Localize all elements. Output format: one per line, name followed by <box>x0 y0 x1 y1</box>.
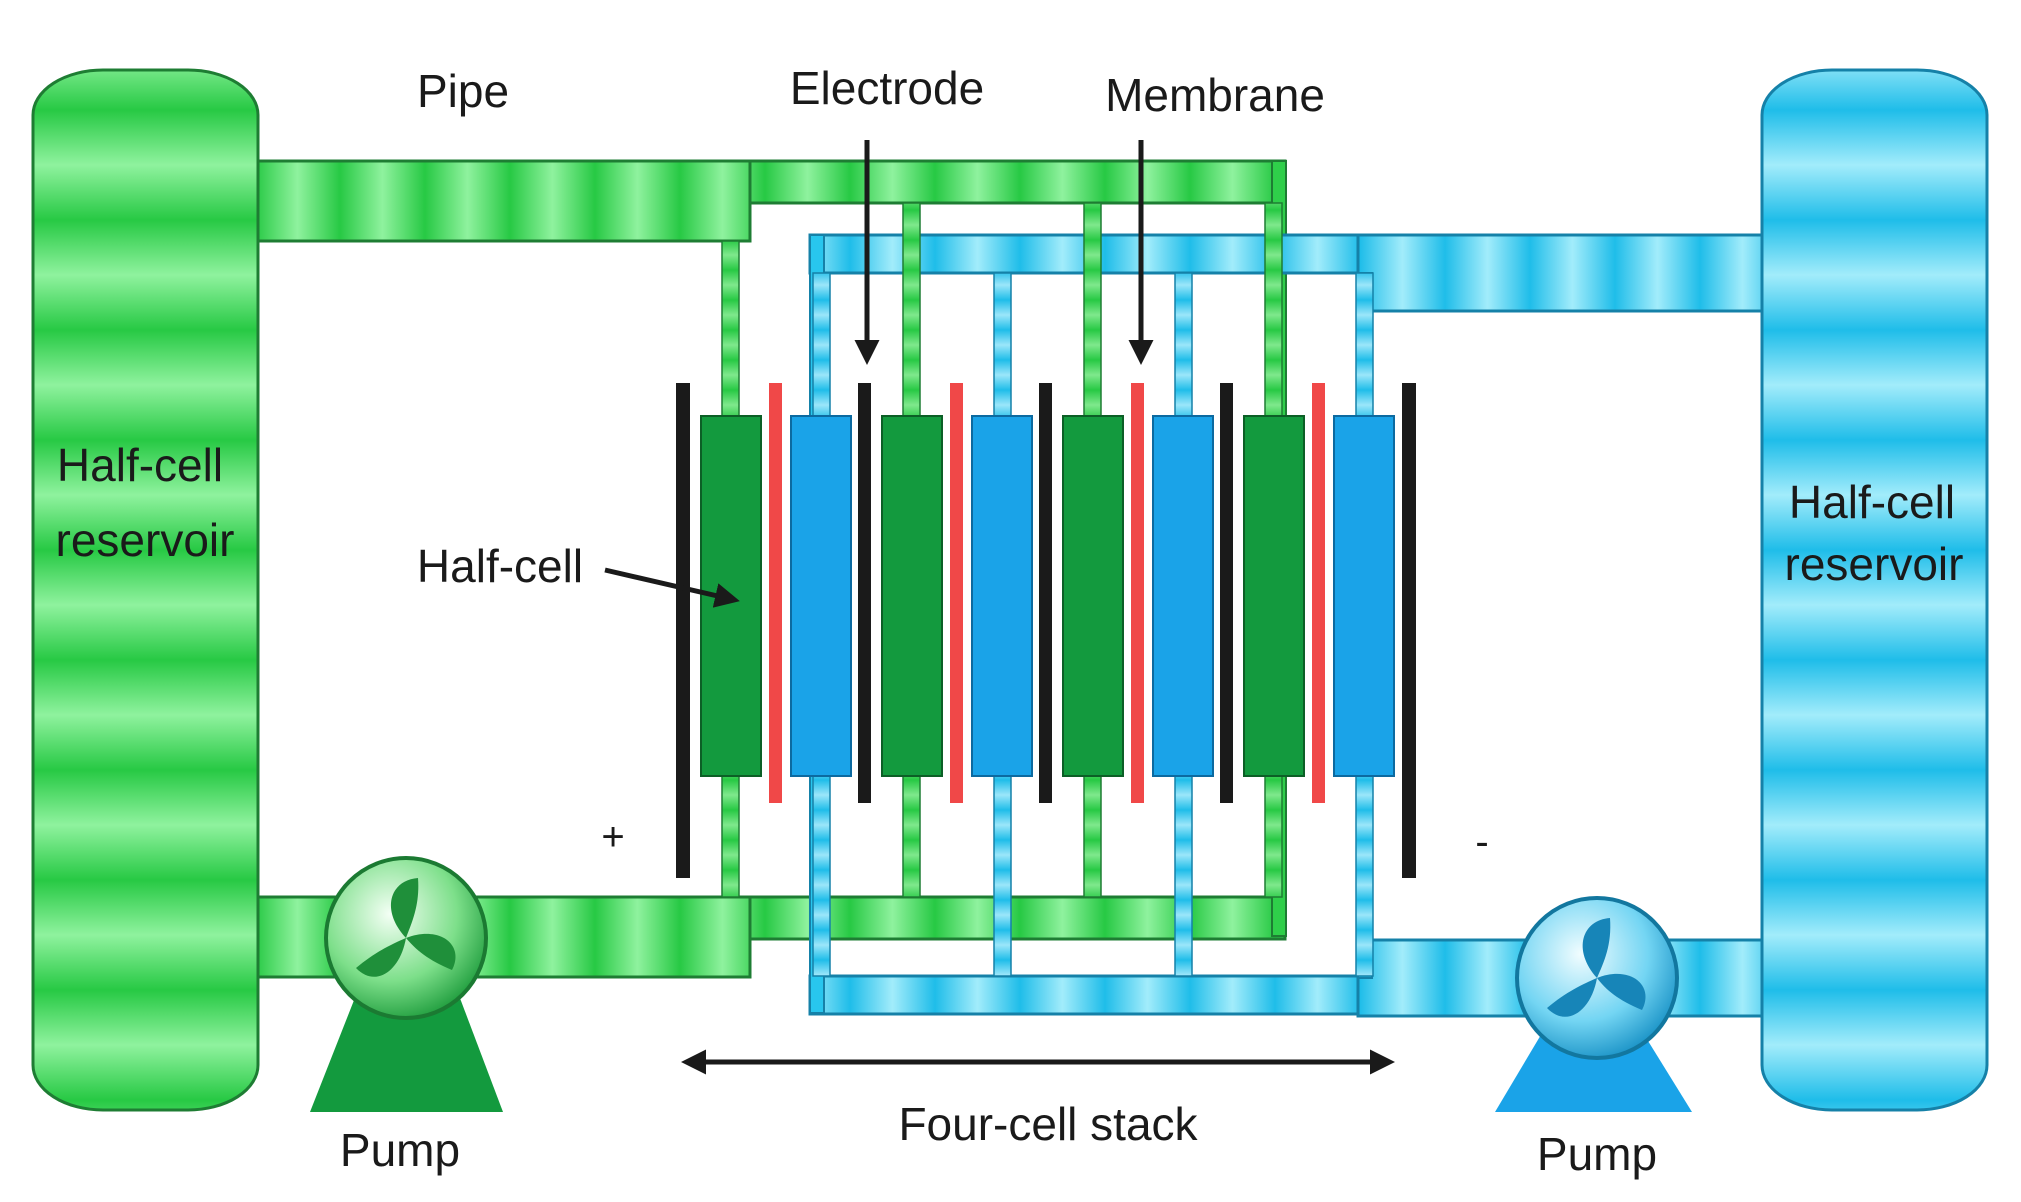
half-cell-green-3 <box>1062 415 1124 777</box>
left-reservoir: Half-cell reservoir <box>31 68 260 1112</box>
half-cell-blue-1 <box>790 415 852 777</box>
pump-right-label: Pump <box>1537 1128 1657 1180</box>
annotation-arrows <box>604 140 1395 1075</box>
membrane-1 <box>769 383 782 803</box>
half-cell-arrow <box>604 567 740 608</box>
blue-connectors <box>812 272 1374 977</box>
half-cell-green-2 <box>881 415 943 777</box>
half-cell-green-4 <box>1243 415 1305 777</box>
right-reservoir: Half-cell reservoir <box>1760 68 1989 1112</box>
negative-terminal-label: - <box>1475 820 1488 864</box>
positive-terminal-label: + <box>601 815 624 859</box>
half-cell-blue-4 <box>1333 415 1395 777</box>
half-cell-blue-2 <box>971 415 1033 777</box>
left-reservoir-label-line2: reservoir <box>56 514 235 566</box>
pump-left: Pump <box>310 856 503 1176</box>
pump-left-label: Pump <box>340 1124 460 1176</box>
pipe-label: Pipe <box>417 65 509 117</box>
stack-label: Four-cell stack <box>898 1098 1198 1150</box>
electrode-positive <box>676 383 690 878</box>
electrode-4 <box>1220 383 1233 803</box>
membrane-2 <box>950 383 963 803</box>
electrode-label: Electrode <box>790 62 984 114</box>
left-reservoir-label-line1: Half-cell <box>57 439 223 491</box>
membrane-label: Membrane <box>1105 69 1325 121</box>
pump-icon <box>1495 1028 1692 1112</box>
electrode-negative <box>1402 383 1416 878</box>
half-cell-label: Half-cell <box>417 540 583 592</box>
membrane-4 <box>1312 383 1325 803</box>
right-reservoir-label-line2: reservoir <box>1785 538 1964 590</box>
membrane-3 <box>1131 383 1144 803</box>
electrode-3 <box>1039 383 1052 803</box>
half-cell-blue-3 <box>1152 415 1214 777</box>
four-cell-stack <box>676 383 1416 878</box>
pump-icon <box>310 985 503 1112</box>
green-connectors <box>721 202 1283 898</box>
right-reservoir-label-line1: Half-cell <box>1789 476 1955 528</box>
pump-right: Pump <box>1495 896 1692 1180</box>
electrode-2 <box>858 383 871 803</box>
